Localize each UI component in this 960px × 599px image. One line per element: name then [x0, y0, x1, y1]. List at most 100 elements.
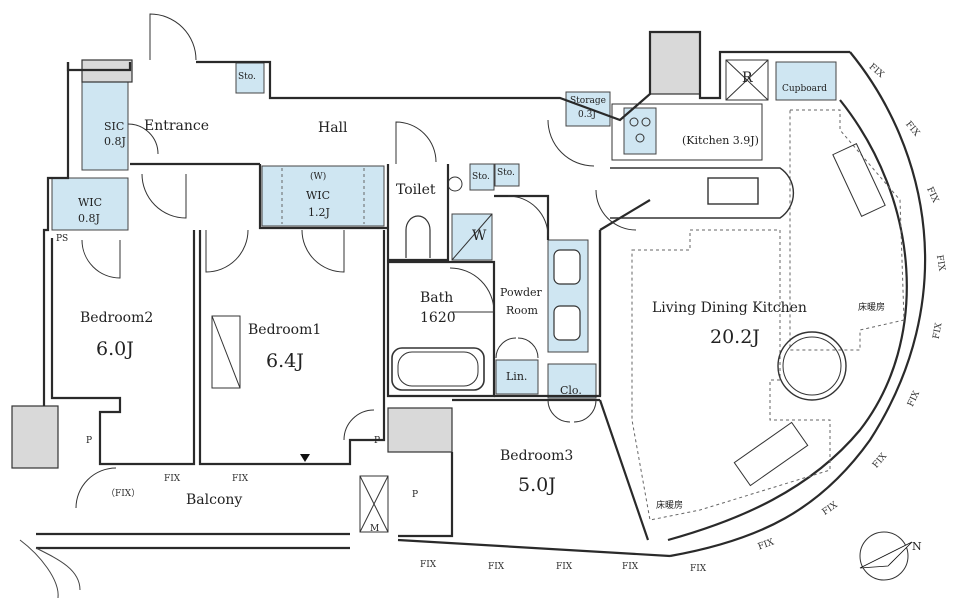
fix-label-bal-paren: （FIX）: [106, 489, 141, 499]
sto-label-2: Sto.: [497, 168, 515, 178]
sto-label-1: Sto.: [472, 172, 490, 182]
entry-arrow-icon: [300, 454, 310, 462]
balcony-curve: [19, 539, 81, 599]
floor-heating-ldk: [631, 229, 831, 521]
door-entrance: [149, 13, 197, 61]
door-bath: [449, 267, 495, 313]
window-ldk-upper: [832, 143, 886, 217]
sto-small-2: [494, 163, 520, 187]
dining-table-inner: [782, 336, 842, 396]
w-label: W: [472, 228, 487, 244]
bathtub: [391, 347, 485, 391]
room-ldk-size: 20.2J: [710, 326, 760, 348]
room-entrance-label: Entrance: [144, 118, 210, 134]
ldk-wall: [598, 199, 651, 396]
toilet-bowl: [405, 215, 431, 258]
bathtub-inner: [397, 351, 479, 387]
window-bedroom1: [211, 315, 241, 389]
bottom-wall: [36, 538, 671, 558]
door-bedroom1-b: [301, 229, 345, 273]
linen-closet: [495, 359, 539, 395]
wic-bed2-label: WIC: [78, 196, 103, 209]
toilet-sink: [447, 176, 463, 192]
cupboard: [775, 61, 837, 101]
floor-heating-right: [789, 109, 905, 351]
room-ldk-label: Living Dining Kitchen: [652, 300, 807, 316]
refrigerator-diag-2: [725, 59, 769, 101]
kitchen-counter-back: [623, 107, 657, 155]
wic-hall-label1: (W): [310, 172, 327, 182]
door-sic: [127, 123, 159, 155]
pillar-left: [11, 405, 59, 469]
kitchen-cooktop: [611, 103, 763, 161]
kitchen-sink: [707, 177, 759, 205]
kitchen-label: (Kitchen 3.9J): [682, 134, 759, 147]
burner-2: [641, 117, 651, 127]
clo-label: Clo.: [560, 384, 582, 397]
window-bedroom1-diag: [211, 315, 241, 389]
fix-label-bottom-3: FIX: [556, 562, 573, 572]
refrigerator-label: R: [742, 70, 753, 86]
room-bedroom3-size: 5.0J: [518, 474, 556, 496]
window-ldk-lower: [733, 421, 809, 487]
fix-label-bottom-5: FIX: [690, 564, 707, 574]
door-wic-bed2: [81, 239, 121, 279]
powder-sink-2: [553, 305, 581, 341]
clo-closet: [547, 363, 597, 399]
powder-sink-1: [553, 249, 581, 285]
fix-label-bottom-2: FIX: [488, 562, 505, 572]
fix-label-bal-1: FIX: [164, 474, 181, 484]
room-hall-label: Hall: [318, 120, 348, 136]
cupboard-label: Cupboard: [782, 84, 828, 94]
kitchen-island: [610, 167, 795, 219]
elevator-diag-2: [359, 475, 389, 533]
door-bedroom2: [141, 173, 187, 219]
curved-facade: [669, 51, 927, 558]
w-space-diag: [451, 213, 493, 261]
room-bath-label: Bath: [420, 290, 454, 306]
burner-1: [629, 117, 639, 127]
compass-icon: [859, 531, 913, 581]
hall-walls: [130, 162, 388, 230]
door-lin: [495, 337, 539, 359]
bath-walls: [386, 260, 496, 398]
room-bedroom1-size: 6.4J: [266, 350, 304, 372]
sic-size: 0.8J: [104, 135, 126, 148]
bedroom2-walls: [50, 230, 196, 466]
burner-3: [635, 133, 645, 143]
p-label-balcony: P: [412, 490, 419, 500]
room-powder-label2: Room: [506, 304, 538, 317]
p-label-center: P: [374, 436, 381, 446]
wic-hall-size: 1.2J: [308, 206, 330, 219]
bedroom3-walls: [398, 398, 650, 541]
lin-label: Lin.: [506, 370, 528, 383]
dining-table: [777, 331, 847, 401]
door-storage: [547, 119, 595, 167]
door-bedroom1-a: [205, 229, 249, 273]
elevator-box: [359, 475, 389, 533]
floor-heating-label-bottom: 床暖房: [656, 501, 684, 511]
sto-small-1: [469, 163, 495, 191]
room-toilet-label: Toilet: [396, 182, 436, 198]
wic-bed2-size: 0.8J: [78, 212, 100, 225]
pillar-center: [387, 407, 453, 453]
door-powder: [507, 195, 549, 237]
ps-label: PS: [56, 234, 69, 244]
refrigerator-box: [725, 59, 769, 101]
storage-label: Storage: [570, 96, 606, 106]
fix-label-bal-2: FIX: [232, 474, 249, 484]
compass-n-label: N: [912, 540, 922, 553]
door-clo: [547, 399, 597, 423]
room-bedroom2-size: 6.0J: [96, 338, 134, 360]
door-bedroom3: [343, 409, 375, 441]
bedroom1-walls: [198, 230, 386, 466]
room-bedroom2-label: Bedroom2: [80, 310, 154, 326]
fix-label-bottom-1: FIX: [420, 560, 437, 570]
pillar-top-right: [649, 31, 701, 95]
door-balcony-left: [75, 467, 117, 509]
outer-wall-top: [66, 30, 850, 122]
room-bedroom1-label: Bedroom1: [248, 322, 322, 338]
storage-size: 0.3J: [578, 110, 596, 120]
p-label-left: P: [86, 436, 93, 446]
